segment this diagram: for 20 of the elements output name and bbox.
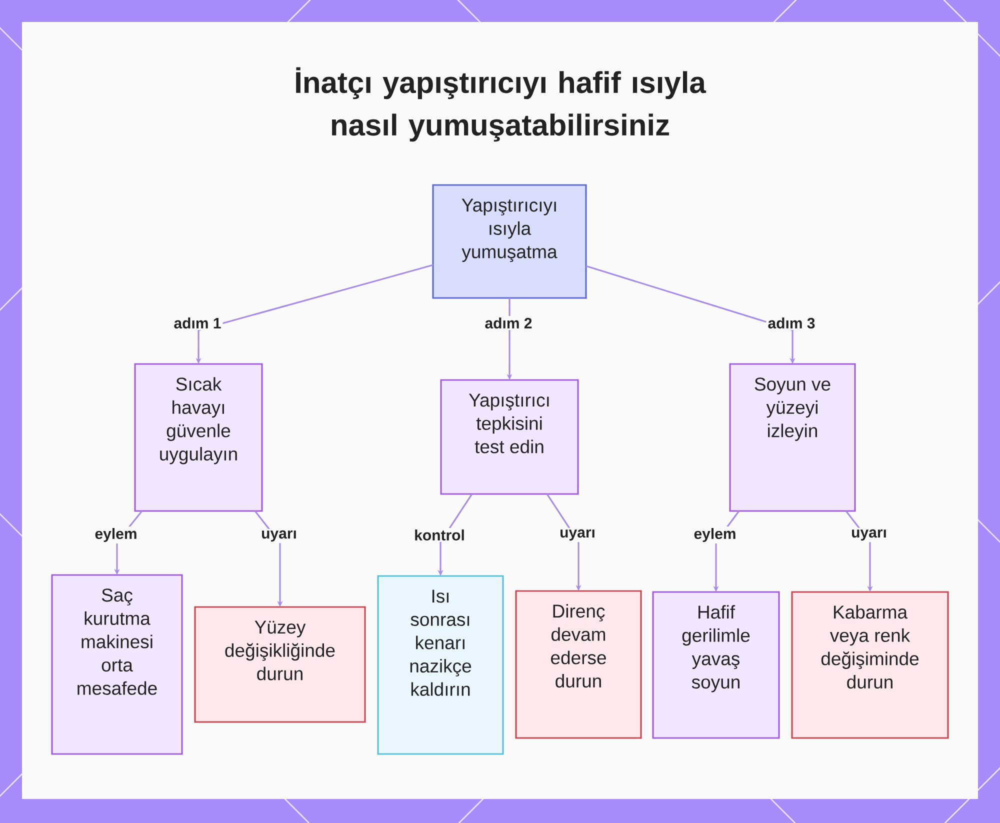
process-box: Direnç devam ederse durun: [515, 590, 642, 739]
process-box: Isı sonrası kenarı nazikçe kaldırın: [377, 575, 504, 755]
edge-label: adım 2: [483, 316, 534, 330]
edge-label: uyarı: [850, 528, 888, 542]
process-box: Yüzey değişikliğinde durun: [194, 606, 366, 723]
process-box: Kabarma veya renk değişiminde durun: [791, 591, 949, 739]
process-box: Yapıştırıcı tepkisini test edin: [440, 379, 579, 495]
edge-label: uyarı: [558, 528, 597, 542]
edge-label: adım 3: [766, 316, 817, 330]
edge-label: kontrol: [412, 528, 466, 542]
edge-label: eylem: [692, 526, 738, 544]
edge-label: uyarı: [260, 528, 298, 544]
process-box: Yapıştırıcıyı ısıyla yumuşatma: [432, 184, 587, 299]
edge-label: adım 1: [172, 316, 223, 330]
title: İnatçı yapıştırıcıyı hafif ısıyla nasıl yumuşatabilirsiniz: [296, 67, 706, 142]
process-box: Hafif gerilimle yavaş soyun: [652, 591, 780, 739]
process-box: Soyun ve yüzeyi izleyin: [729, 363, 856, 512]
process-box: Saç kurutma makinesi orta mesafede: [51, 574, 183, 755]
edge-label: eylem: [93, 526, 139, 544]
process-box: Sıcak havayı güvenle uygulayın: [134, 363, 263, 512]
